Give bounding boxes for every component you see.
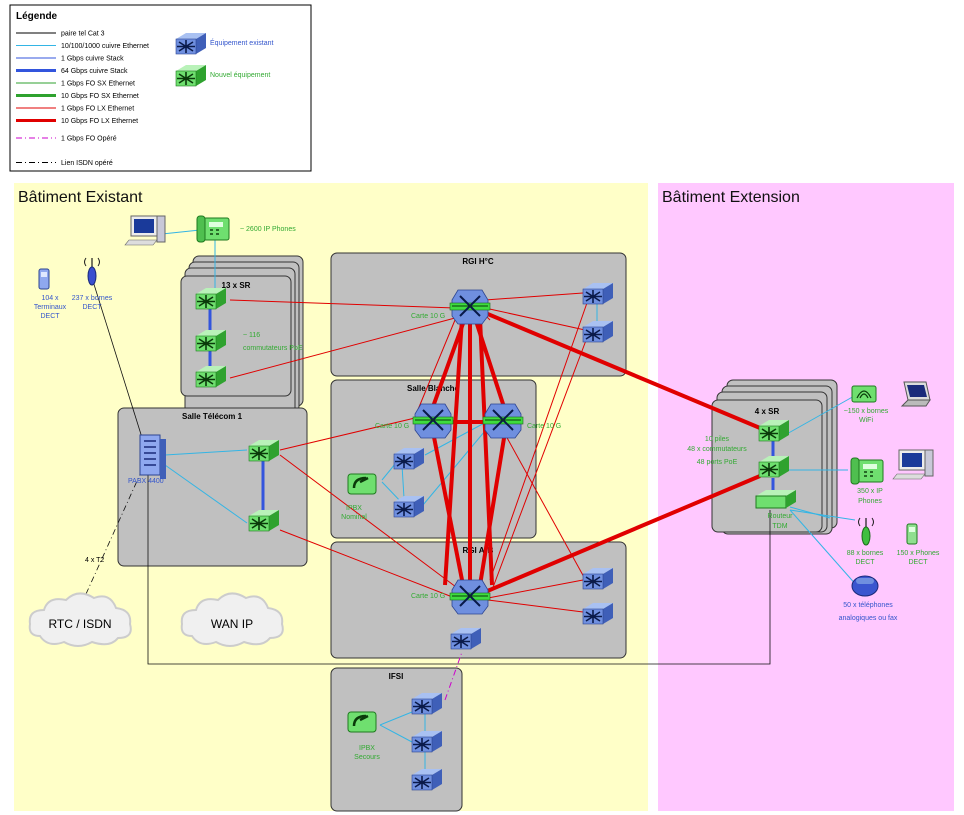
ext-dect-phones-label: 150 x Phones DECT [897,550,940,566]
commutateurs-label: ~ 116 commutateurs PoE [243,332,303,352]
ipbx-secours-label: IPBX Secours [354,745,380,761]
core-router-hc-icon [449,289,491,325]
svg-text:Routeur: Routeur [768,513,794,520]
ext-pc-icon [892,449,934,480]
analog-phone-icon [851,575,879,597]
legend-item-label: 64 Gbps cuivre Stack [61,68,128,75]
existing-building-title: Bâtiment Existant [18,189,143,206]
legend-item-label: Lien ISDN opéré [61,160,113,167]
ipbx-nominal-icon [346,472,378,496]
dect-bornes-label: 237 x bornes DECT [72,295,113,311]
svg-text:analogiques ou fax: analogiques ou fax [839,615,898,622]
svg-text:DECT: DECT [82,304,102,311]
svg-text:TDM: TDM [772,523,787,530]
room-sr4-title: 4 x SR [755,407,780,416]
carte-10g-ab-label: Carte 10 G [411,593,445,600]
svg-text:IPBX: IPBX [346,505,362,512]
routeur-tdm-label: Routeur TDM [768,513,794,530]
svg-text:WiFi: WiFi [859,417,873,424]
core-router-sb1-icon [412,403,454,439]
legend-item-label: paire tel Cat 3 [61,31,105,38]
legend-item-label: 1 Gbps FO Opéré [61,136,117,143]
dect-terminals-label: 104 x Terminaux DECT [34,295,67,320]
wan-ip-label: WAN IP [211,617,253,631]
legend-item-label: 1 Gbps cuivre Stack [61,56,124,63]
room-salle-telecom: Salle Télécom 1 [117,407,308,567]
ext-dect-bornes-label: 88 x bornes DECT [847,550,884,566]
svg-text:commutateurs PoE: commutateurs PoE [243,345,303,352]
room-salle-blanche-title: Salle Blanche [407,384,460,393]
svg-text:350 x IP: 350 x IP [857,488,883,495]
legend-existing-label: Équipement existant [210,38,273,47]
svg-text:DECT: DECT [40,313,60,320]
core-router-ab-icon [449,579,491,615]
svg-text:50 x téléphones: 50 x téléphones [843,602,893,609]
laptop-icon [901,381,931,407]
svg-text:48 ports PoE: 48 ports PoE [697,459,738,466]
room-salle-telecom-title: Salle Télécom 1 [182,412,243,421]
sr4-desc-label: 10 piles 48 x commutateurs 48 ports PoE [687,436,747,466]
svg-text:104 x: 104 x [41,295,59,302]
legend-item-label: 10/100/1000 cuivre Ethernet [61,43,149,50]
room-rgi-hc-title: RGI H°C [462,257,493,266]
legend-item-label: 1 Gbps FO LX Ethernet [61,106,134,113]
legend-item-label: 10 Gbps FO SX Ethernet [61,93,139,100]
room-ifsi-title: IFSI [389,672,404,681]
svg-text:~150 x bornes: ~150 x bornes [844,408,889,415]
ip-phones-2600-label: ~ 2600 IP Phones [240,226,296,233]
wifi-access-point-icon [851,385,877,403]
ipbx-secours-icon [346,710,378,734]
ipbx-nominal-label: IPBX Nominal [341,505,367,521]
pabx-label: PABX 4400 [128,478,164,485]
room-sr13-title: 13 x SR [222,281,251,290]
rtc-isdn-label: RTC / ISDN [48,617,111,631]
legend-title: Légende [16,11,58,22]
core-router-sb2-icon [482,403,524,439]
dect-terminal-icon [38,268,50,290]
svg-text:48 x commutateurs: 48 x commutateurs [687,446,747,453]
svg-text:DECT: DECT [855,559,875,566]
ext-ip-phone-icon [850,457,884,485]
ext-ip-phones-label: 350 x IP Phones [857,488,883,505]
room-rgi-ab-title: RGI A°B [463,546,494,555]
svg-text:IPBX: IPBX [359,745,375,752]
carte-10g-sb2-label: Carte 10 G [527,423,561,430]
svg-text:Terminaux: Terminaux [34,304,67,311]
wifi-label: ~150 x bornes WiFi [844,408,889,424]
svg-text:Nominal: Nominal [341,514,367,521]
legend: Légende paire tel Cat 3 10/100/1000 cuivr… [9,4,312,172]
legend-item-label: 10 Gbps FO LX Ethernet [61,118,138,125]
svg-text:~ 116: ~ 116 [243,332,260,339]
svg-text:237 x bornes: 237 x bornes [72,295,113,302]
ext-dect-handset-icon [906,523,918,545]
svg-text:10 piles: 10 piles [705,436,730,443]
sr4-routeur-icon [755,490,796,509]
carte-10g-sb1-label: Carte 10 G [375,423,409,430]
analog-phones-label: 50 x téléphones analogiques ou fax [839,602,898,622]
svg-text:Phones: Phones [858,498,882,505]
pc-workstation-icon [124,215,166,246]
svg-text:88 x bornes: 88 x bornes [847,550,884,557]
pabx-icon [139,434,167,480]
ip-phone-icon [196,215,230,243]
svg-text:150 x Phones: 150 x Phones [897,550,940,557]
extension-building-title: Bâtiment Extension [662,189,800,206]
legend-new-label: Nouvel équipement [210,72,270,79]
room-ifsi: IFSI [330,667,463,812]
t2-label: 4 x T2 [85,557,104,564]
carte-10g-hc-label: Carte 10 G [411,313,445,320]
svg-text:Secours: Secours [354,754,380,761]
legend-item-label: 1 Gbps FO SX Ethernet [61,81,135,88]
svg-text:DECT: DECT [908,559,928,566]
